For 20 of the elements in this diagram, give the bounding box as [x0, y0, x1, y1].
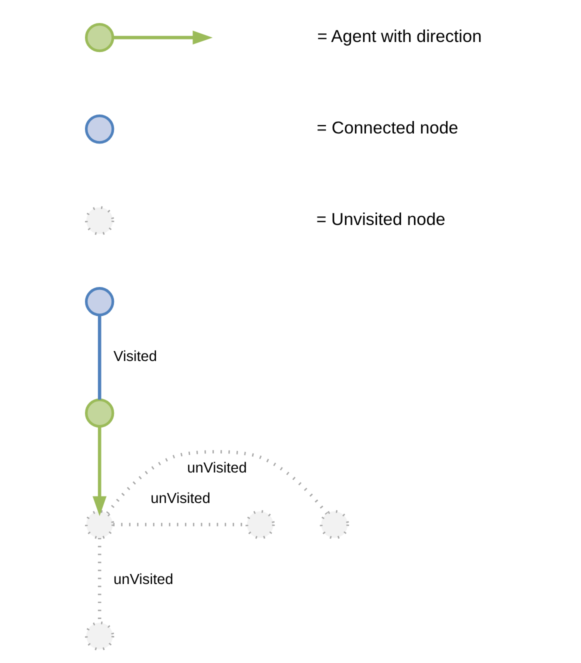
- legend-label: = Agent with direction: [316, 26, 482, 46]
- node-circle: [84, 621, 114, 651]
- node-circle: [319, 510, 349, 540]
- node-circle: [84, 398, 114, 428]
- edge-label: unVisited: [150, 491, 210, 508]
- edge-label: unVisited: [186, 460, 246, 477]
- connector: [97, 315, 101, 400]
- node-circle: [84, 22, 114, 52]
- node-circle: [84, 206, 114, 236]
- node-circle: [245, 510, 274, 540]
- legend-label: = Unvisited node: [316, 209, 445, 230]
- edge-label: Visited: [113, 349, 157, 366]
- arrow: [112, 30, 212, 45]
- legend-label: = Connected node: [316, 118, 458, 138]
- arrow: [92, 426, 106, 516]
- node-circle: [84, 287, 114, 316]
- node-circle: [84, 510, 114, 540]
- edge-label: unVisited: [113, 572, 173, 588]
- connector: [106, 450, 328, 515]
- node-circle: [84, 114, 114, 144]
